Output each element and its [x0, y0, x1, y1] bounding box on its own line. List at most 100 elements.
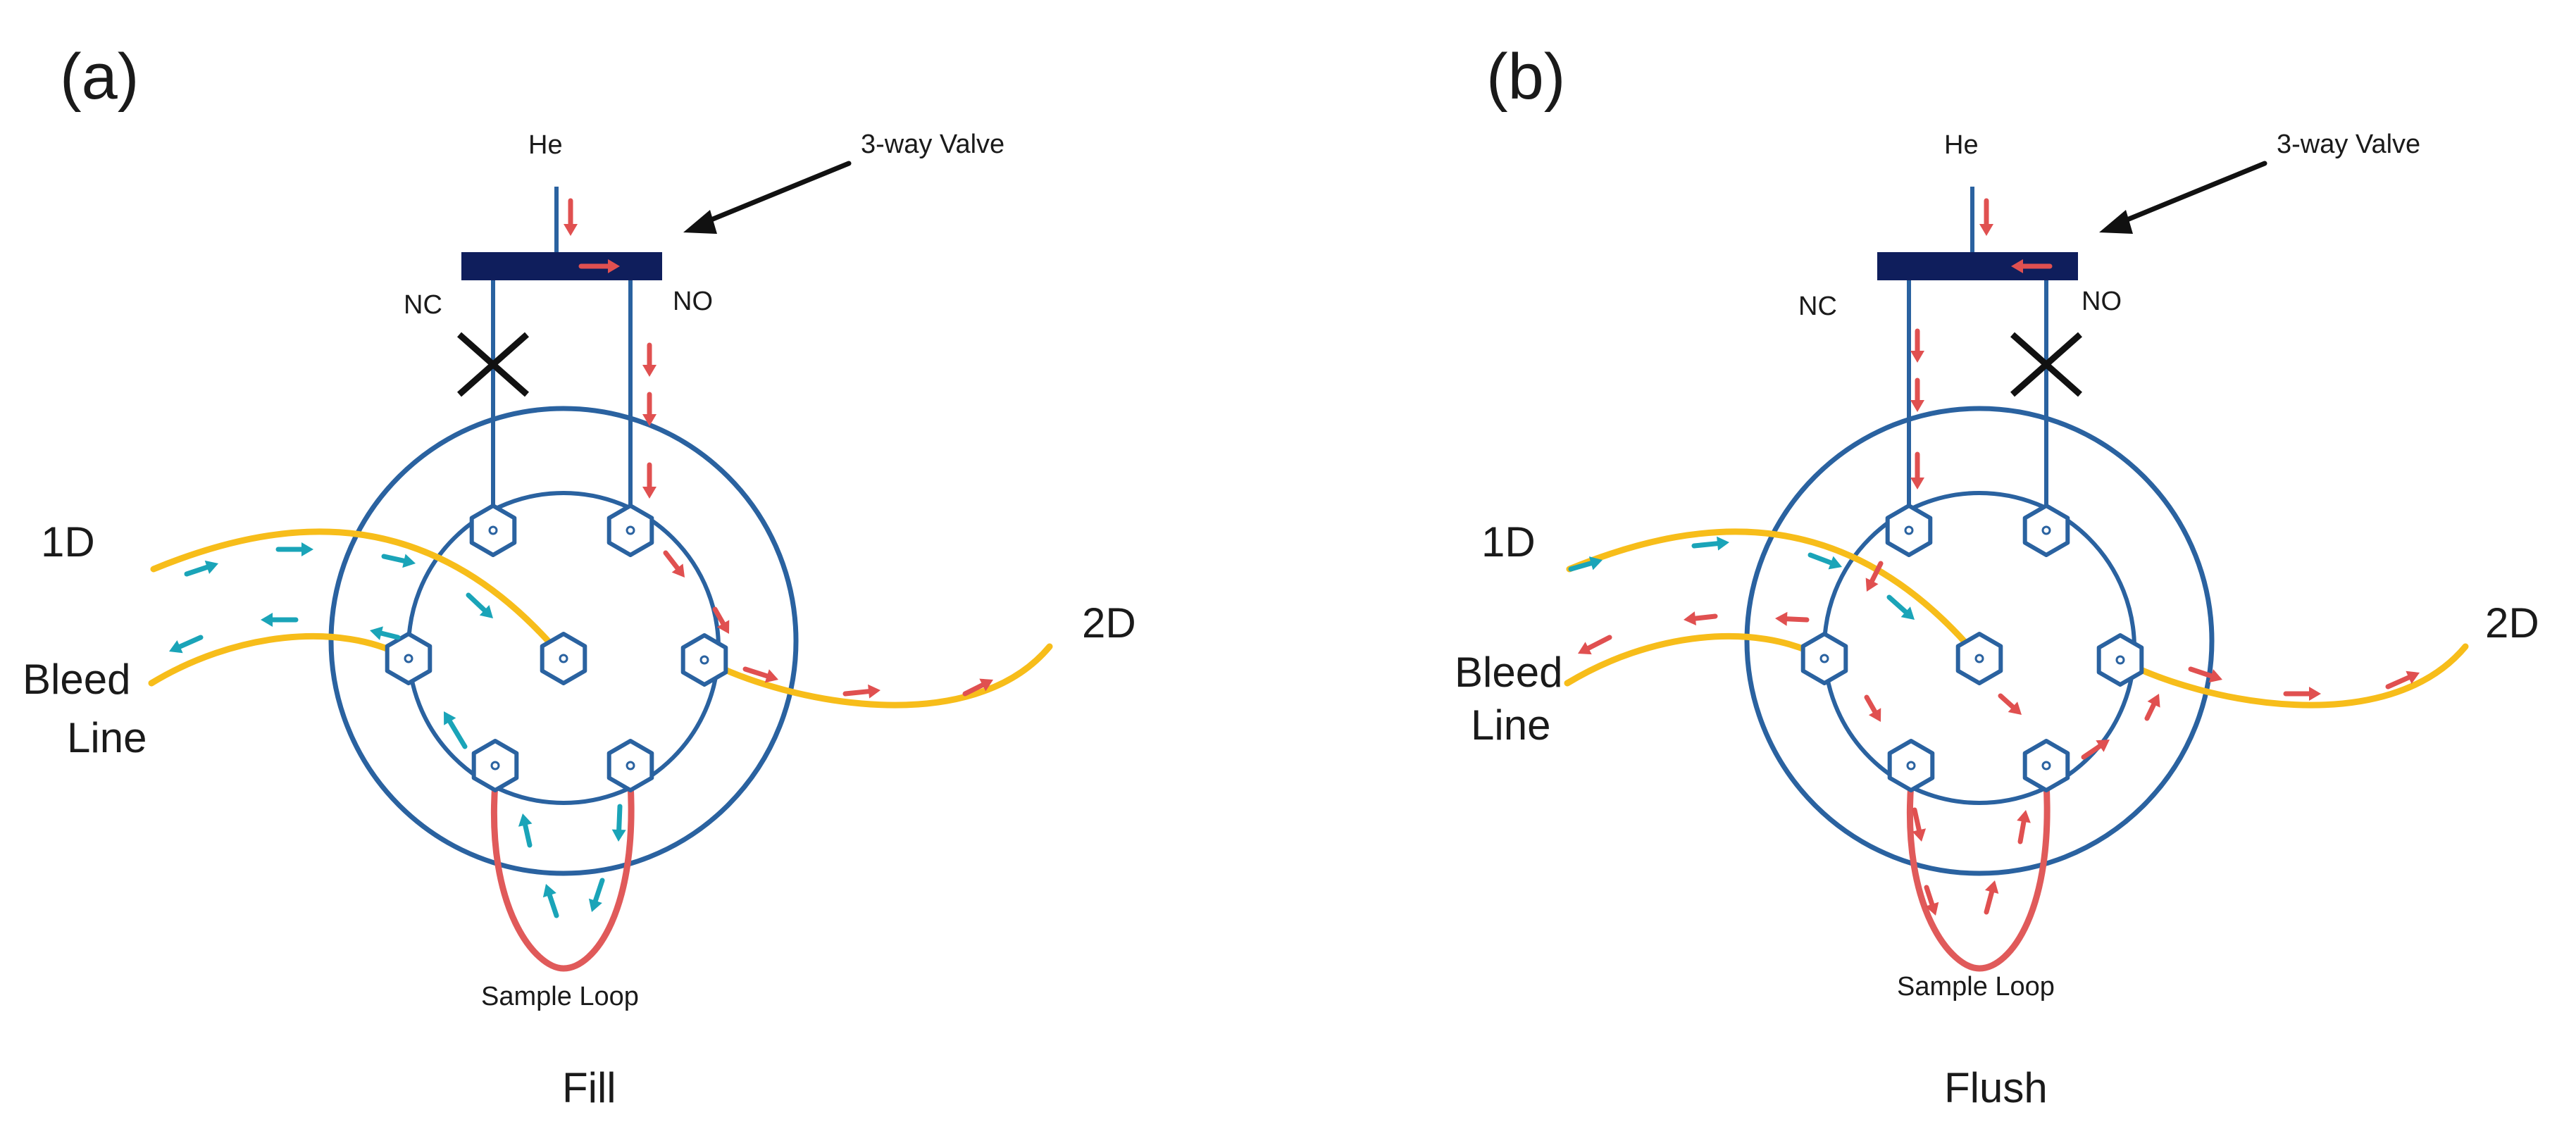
flow-arrow-head — [1775, 611, 1788, 626]
flow-arrow — [1910, 451, 1924, 489]
flow-arrow-shaft — [1984, 889, 1995, 915]
flow-arrow — [642, 392, 657, 426]
flow-arrow-head — [2147, 694, 2160, 708]
flow-arrow-head — [479, 605, 493, 618]
bleed-line — [1564, 632, 1828, 687]
flow-arrow — [842, 684, 881, 699]
port-center-dot — [2041, 761, 2051, 771]
flow-arrow-head — [1868, 708, 1881, 722]
flow-arrow-head — [2011, 259, 2023, 273]
flow-arrow-head — [1910, 478, 1924, 489]
flow-arrow — [444, 711, 468, 749]
flow-arrow-head — [301, 542, 313, 556]
line-label: Line — [67, 714, 147, 761]
flow-arrow-shaft — [378, 630, 401, 640]
port-center-dot — [1974, 654, 1984, 663]
flow-arrow-shaft — [466, 592, 487, 613]
valve-graphics — [1564, 161, 2469, 972]
1d-label: 1D — [1481, 518, 1536, 566]
flow-arrow-shaft — [1864, 694, 1878, 714]
flow-arrow-shaft — [2017, 819, 2027, 844]
three-way-valve-label: 3-way Valve — [861, 130, 1004, 159]
flow-arrow-shaft — [663, 550, 680, 571]
1d-column — [1566, 528, 1983, 662]
sample-loop — [491, 780, 635, 972]
flow-arrow — [466, 592, 493, 618]
flow-arrow — [1775, 611, 1810, 626]
flow-arrow — [2188, 666, 2222, 683]
2d-label: 2D — [1082, 599, 1136, 647]
no-label: NO — [2082, 287, 2122, 316]
flow-arrow-head — [2008, 701, 2022, 715]
valve-pointer-line — [698, 161, 852, 227]
flow-arrow-head — [169, 640, 183, 654]
flow-arrow — [1910, 378, 1924, 412]
flow-arrow — [381, 554, 416, 568]
flow-arrow — [1865, 561, 1884, 592]
flow-arrow — [588, 878, 605, 912]
flow-arrow — [2283, 687, 2321, 701]
flow-arrow-head — [642, 487, 657, 499]
port-center-dot — [559, 654, 568, 663]
port-center-dot — [488, 525, 498, 535]
flow-arrow — [1912, 807, 1927, 842]
flow-arrow-shaft — [178, 635, 204, 649]
flow-arrow-head — [2017, 810, 2031, 823]
flow-arrow-head — [1684, 611, 1697, 626]
flow-arrow-head — [1865, 578, 1879, 592]
port-center-dot — [699, 655, 709, 665]
flow-arrow — [962, 678, 993, 697]
valve-outer-ring — [328, 406, 799, 876]
valve-pointer-line — [2114, 161, 2267, 227]
flow-arrow-shaft — [2144, 701, 2157, 721]
flow-arrow — [642, 462, 657, 499]
bleed-line — [148, 632, 412, 687]
flow-arrow — [1568, 556, 1603, 572]
flow-arrow — [578, 259, 620, 273]
flow-arrow — [1691, 536, 1729, 551]
valve-graphics — [148, 161, 1053, 972]
flow-arrow — [1807, 552, 1842, 570]
flow-arrow-shaft — [447, 719, 468, 749]
port-center-dot — [626, 761, 635, 771]
flow-arrow — [611, 804, 626, 842]
he-label: He — [1944, 130, 1979, 160]
flow-arrow — [370, 626, 401, 640]
flow-arrow-head — [1910, 351, 1924, 363]
flow-arrow — [2081, 740, 2110, 760]
no-label: NO — [673, 287, 713, 316]
flow-arrow-shaft — [1784, 616, 1810, 623]
flow-arrow-shaft — [742, 666, 770, 679]
flow-arrow — [1578, 635, 1612, 655]
flow-arrow-head — [518, 813, 533, 827]
flow-arrow-shaft — [1693, 613, 1718, 621]
bleed-label: Bleed — [1455, 649, 1562, 696]
bleed-label: Bleed — [23, 656, 130, 703]
sample-loop-label: Sample Loop — [481, 982, 639, 1011]
flow-arrow-head — [1925, 902, 1939, 916]
flow-arrow-head — [261, 613, 273, 627]
flow-arrow — [184, 560, 218, 577]
flow-arrow-head — [1828, 556, 1842, 570]
flow-arrow-shaft — [592, 878, 605, 904]
flow-arrow — [542, 884, 559, 918]
flow-arrow-shaft — [547, 892, 559, 918]
flow-arrow-head — [542, 884, 556, 898]
sample-loop-label: Sample Loop — [1897, 972, 2055, 1002]
port-center-dot — [404, 654, 413, 663]
flow-arrow-shaft — [2081, 744, 2103, 760]
2d-label: 2D — [2485, 599, 2539, 647]
flow-arrow-shaft — [1869, 561, 1884, 584]
1d-column — [150, 528, 567, 662]
sample-loop — [1907, 780, 2051, 972]
flow-arrow-head — [764, 669, 778, 683]
flow-arrow-shaft — [712, 606, 726, 626]
flow-arrow-head — [588, 898, 602, 912]
flow-arrow-shaft — [842, 689, 871, 697]
flow-arrow — [2017, 810, 2031, 844]
nc-label: NC — [404, 290, 442, 320]
line-label: Line — [1471, 701, 1550, 749]
port-center-dot — [2041, 525, 2051, 535]
flow-arrow-head — [611, 829, 626, 842]
valve-outer-ring — [1744, 406, 2215, 876]
